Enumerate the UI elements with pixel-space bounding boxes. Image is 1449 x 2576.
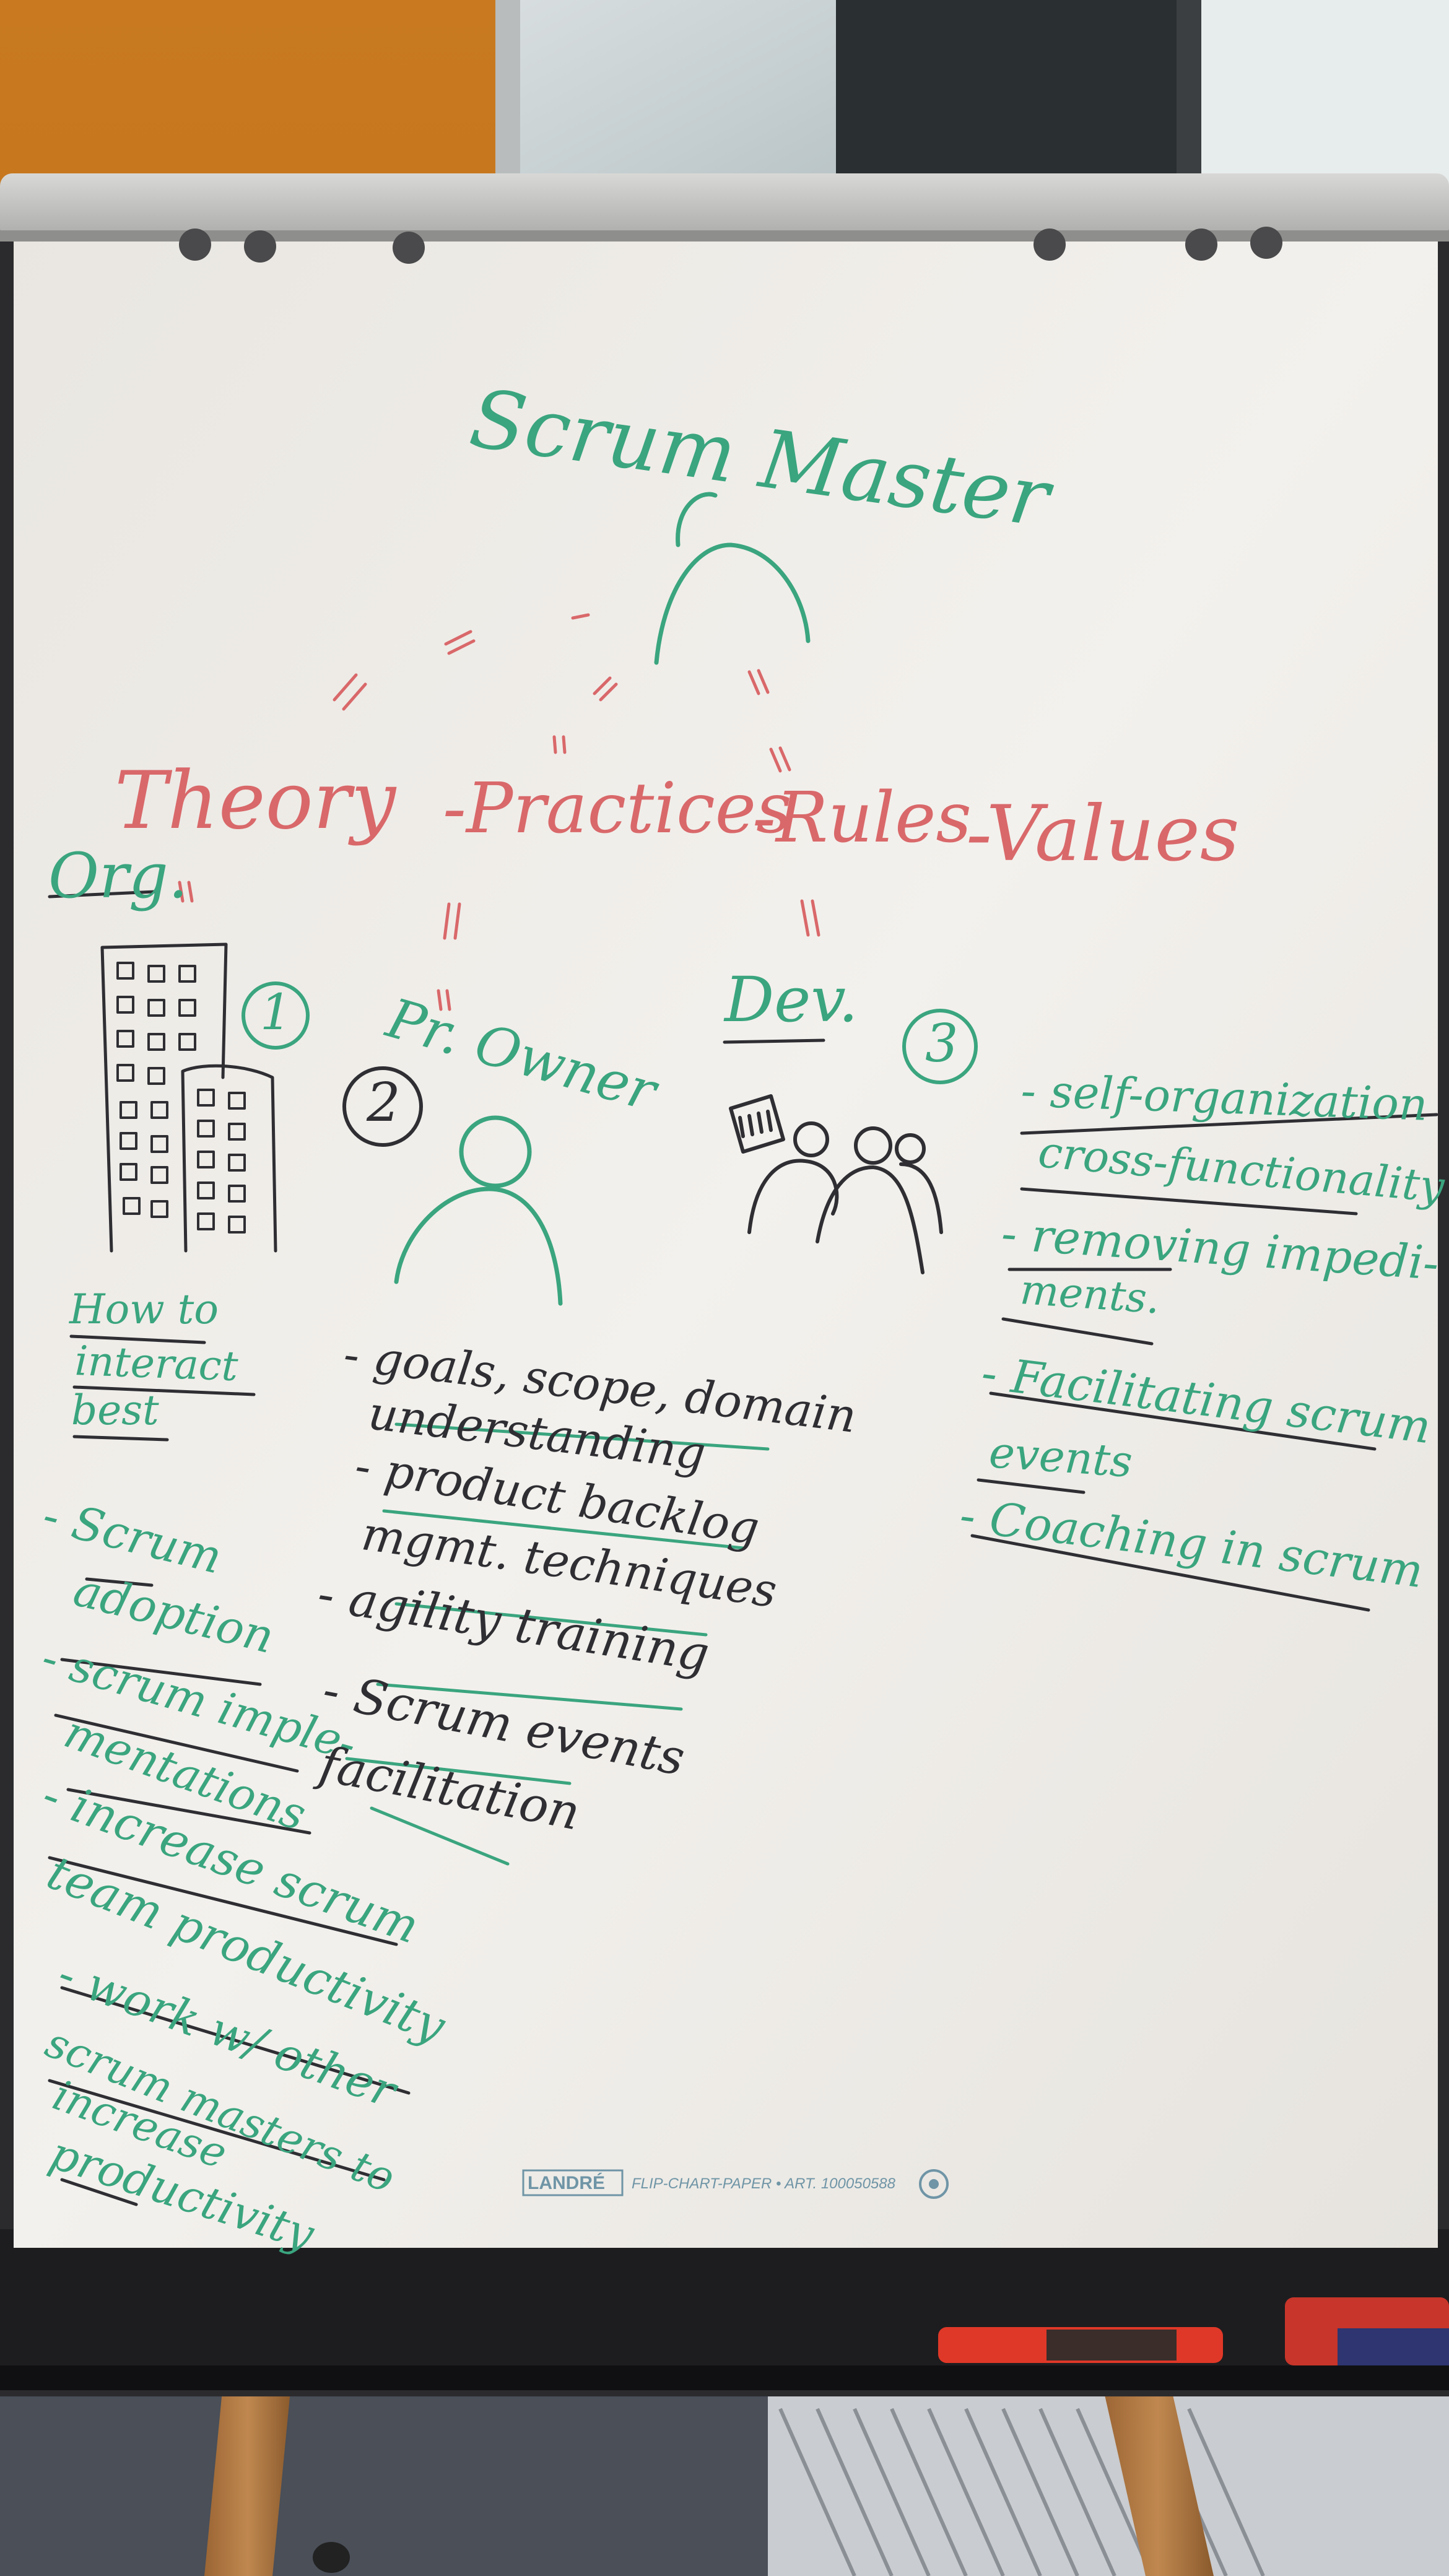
org-label: Org. [48,840,188,912]
theory-word: Theory [115,755,396,847]
dev-team-figure [729,1094,943,1274]
building-icon [100,942,277,1253]
dev-list-item: events [987,1427,1134,1487]
connector-lines [178,613,820,1011]
dev-list-item: ments. [1019,1266,1162,1323]
scrum-master-figure [654,492,811,665]
top-clamp-bar [0,173,1449,264]
underlines [48,890,1438,2206]
values-word: -Values [966,790,1240,879]
rules-word: -Rules [752,778,972,858]
paper-brand-text: FLIP-CHART-PAPER • ART. 100050588 [632,2175,895,2192]
practices-word: -Practices [443,768,792,849]
marker-tray [938,2297,1449,2365]
dev-list-item: - self-organization [1020,1064,1429,1131]
org-heading-line-2: interact [74,1337,239,1391]
org-heading-line-3: best [71,1386,159,1434]
org-number: 1 [260,983,292,1041]
org-heading-line-1: How to [69,1286,219,1333]
easel-legs [204,2384,1214,2576]
number-circles [242,981,978,1147]
brand-logo-frame [522,2169,624,2196]
brand-seal-icon [919,2169,949,2199]
paper-brand-logo: LANDRÉ [528,2173,605,2193]
dev-number: 3 [925,1013,959,1074]
dev-label: Dev. [724,964,858,1036]
product-owner-number: 2 [367,1072,401,1134]
product-owner-figure [394,1115,563,1306]
